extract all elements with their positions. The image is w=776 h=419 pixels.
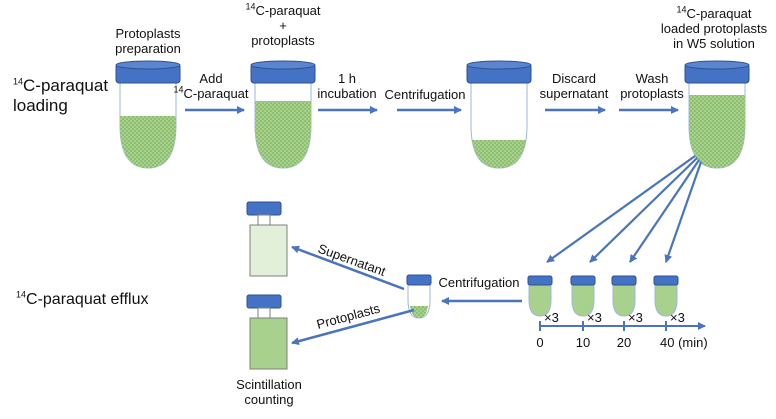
- arrow-to-tube-0: [546, 155, 696, 263]
- efflux-title: 14C-paraquat efflux: [16, 289, 149, 308]
- arrow-protoplasts: [291, 308, 415, 346]
- replicate-label: ×3: [628, 310, 643, 325]
- timepoint-label: 0: [536, 335, 544, 350]
- arrow-to-tube-10: [589, 157, 698, 263]
- tube-centrifuged: [466, 60, 532, 169]
- vial-protoplasts: [246, 294, 288, 370]
- arrow-to-tube-40: [664, 161, 703, 263]
- timepoint-tube-20: [611, 275, 637, 317]
- tube-paraquat-protoplasts: [250, 60, 316, 169]
- vial-supernatant: [246, 201, 288, 277]
- timeline-axis: [539, 321, 706, 331]
- tube-protoplasts: [115, 60, 181, 169]
- replicate-label: ×3: [670, 310, 685, 325]
- step-centrifugation-label: Centrifugation: [384, 87, 466, 102]
- arrow-supernatant: [291, 245, 405, 291]
- timepoint-tube-0: [527, 275, 553, 317]
- timepoint-tube-40: [653, 275, 679, 317]
- tube-loaded-protoplasts: [684, 60, 750, 169]
- efflux-centrifugation-label: Centrifugation: [438, 275, 520, 290]
- tube2-label: 14C-paraquat+protoplasts: [245, 1, 321, 48]
- timepoint-label: 20: [616, 335, 632, 350]
- arrow-to-tube-20: [629, 159, 700, 263]
- timepoint-tube-10: [570, 275, 596, 317]
- replicate-label: ×3: [544, 310, 559, 325]
- timepoint-label: 40 (min): [660, 335, 708, 350]
- replicate-label: ×3: [587, 310, 602, 325]
- timepoint-label: 10: [575, 335, 591, 350]
